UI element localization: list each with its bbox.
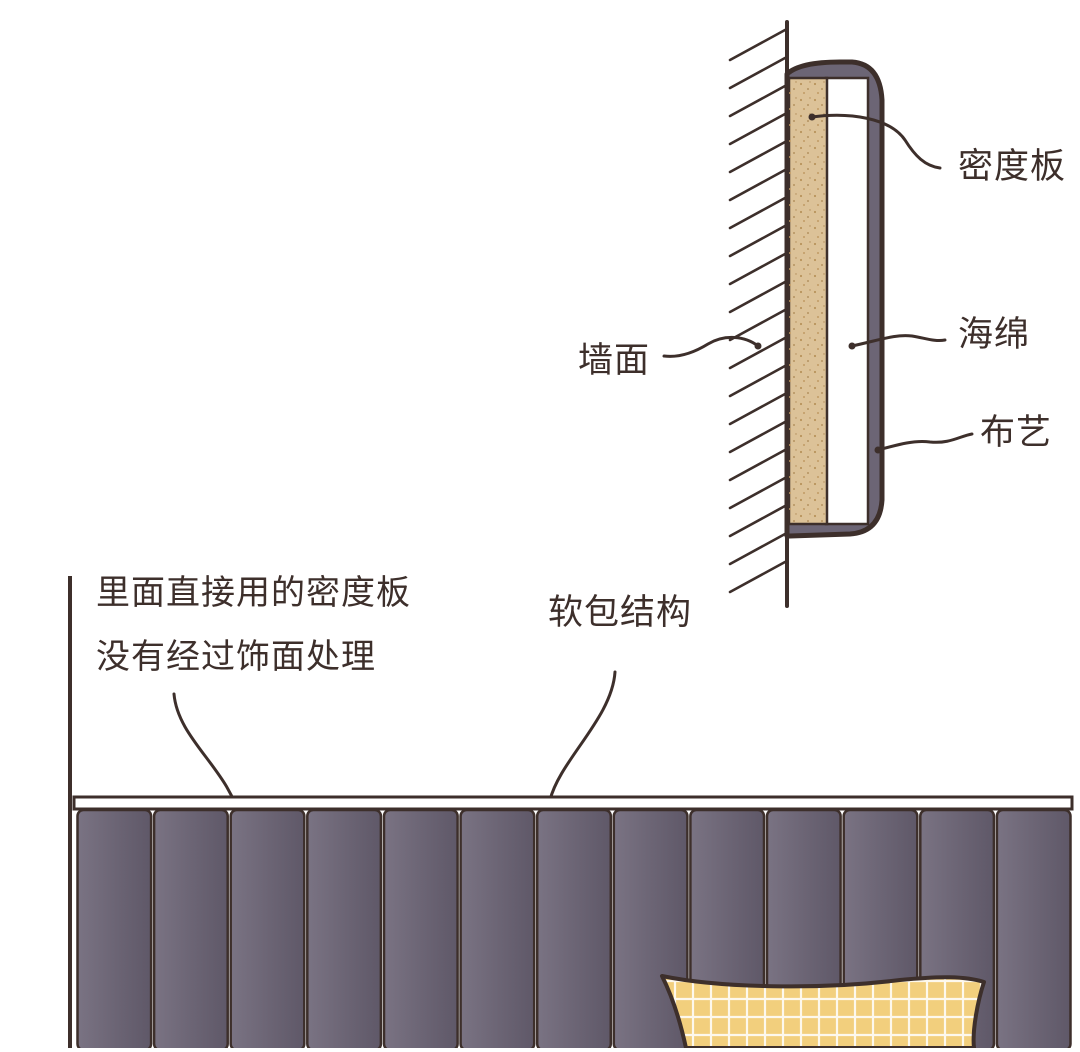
label-fabric: 布艺 <box>980 413 1053 453</box>
hatch-stroke <box>728 112 787 146</box>
wall-section <box>728 20 789 608</box>
top-trim <box>72 795 1074 811</box>
hatch-stroke <box>728 196 787 230</box>
label-soft-pack-structure: 软包结构 <box>548 593 693 633</box>
leader-fabric <box>876 432 974 452</box>
label-sponge: 海绵 <box>958 315 1031 355</box>
hatch-stroke <box>728 532 787 566</box>
leader-wall <box>662 336 760 358</box>
hatch-stroke <box>728 280 787 314</box>
hatch-stroke <box>728 420 787 454</box>
note-line-2: 没有经过饰面处理 <box>96 637 376 677</box>
label-density-board: 密度板 <box>958 147 1067 187</box>
fabric-panel <box>382 808 459 1052</box>
hatch-stroke <box>728 168 787 202</box>
fabric-panel <box>459 808 536 1052</box>
hatch-stroke <box>728 56 787 90</box>
leader-sponge <box>850 334 947 348</box>
panel-wall <box>68 576 1074 1052</box>
fabric-panel <box>152 808 229 1052</box>
hatch-stroke <box>728 476 787 510</box>
fabric-panel <box>76 808 153 1052</box>
hatch-stroke <box>728 28 787 62</box>
soft-pack-section <box>784 59 885 539</box>
hatch-stroke <box>728 448 787 482</box>
hatch-stroke <box>728 504 787 538</box>
hatch-stroke <box>728 84 787 118</box>
hatch-stroke <box>728 392 787 426</box>
sponge-layer <box>824 76 870 526</box>
hatch-stroke <box>728 224 787 258</box>
hatch-stroke <box>728 308 787 342</box>
hatch-stroke <box>728 252 787 286</box>
fabric-panel <box>535 808 613 1052</box>
fabric-panel <box>995 808 1072 1052</box>
label-wall: 墙面 <box>578 341 651 381</box>
checkered-pillow-icon <box>660 974 986 1050</box>
hatched-wall-icon <box>728 28 787 594</box>
hatch-stroke <box>728 364 787 398</box>
hatch-stroke <box>728 336 787 370</box>
leader-density-board <box>810 113 942 170</box>
hatch-stroke <box>728 560 787 594</box>
fabric-panel <box>306 808 383 1052</box>
note-line-1: 里面直接用的密度板 <box>96 573 411 613</box>
hatch-stroke <box>728 140 787 174</box>
fabric-panel <box>229 808 306 1052</box>
